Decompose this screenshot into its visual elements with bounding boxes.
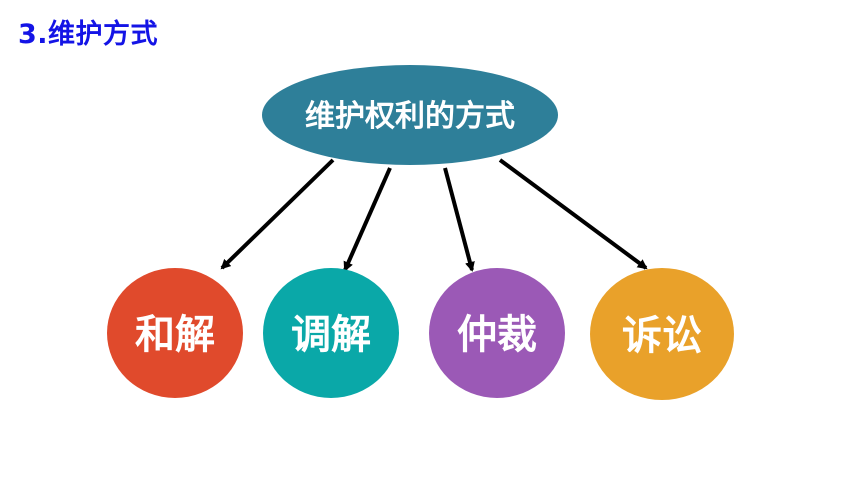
root-node-label: 维护权利的方式 xyxy=(305,99,515,134)
child-node-3-label: 仲裁 xyxy=(457,312,537,358)
child-node-1 xyxy=(107,268,243,398)
arrow-to-child-1 xyxy=(220,158,335,270)
child-node-1-label: 和解 xyxy=(135,312,215,358)
child-node-3 xyxy=(429,268,565,398)
root-node xyxy=(262,65,558,165)
slide-heading: 3.维护方式 xyxy=(18,19,159,50)
child-node-2 xyxy=(263,268,399,398)
arrow-to-child-3 xyxy=(443,167,475,272)
child-node-4-label: 诉讼 xyxy=(622,313,702,359)
arrow-to-child-4 xyxy=(498,158,648,270)
child-node-4 xyxy=(590,268,734,400)
arrow-to-child-2 xyxy=(343,167,392,272)
child-node-2-label: 调解 xyxy=(291,312,371,358)
